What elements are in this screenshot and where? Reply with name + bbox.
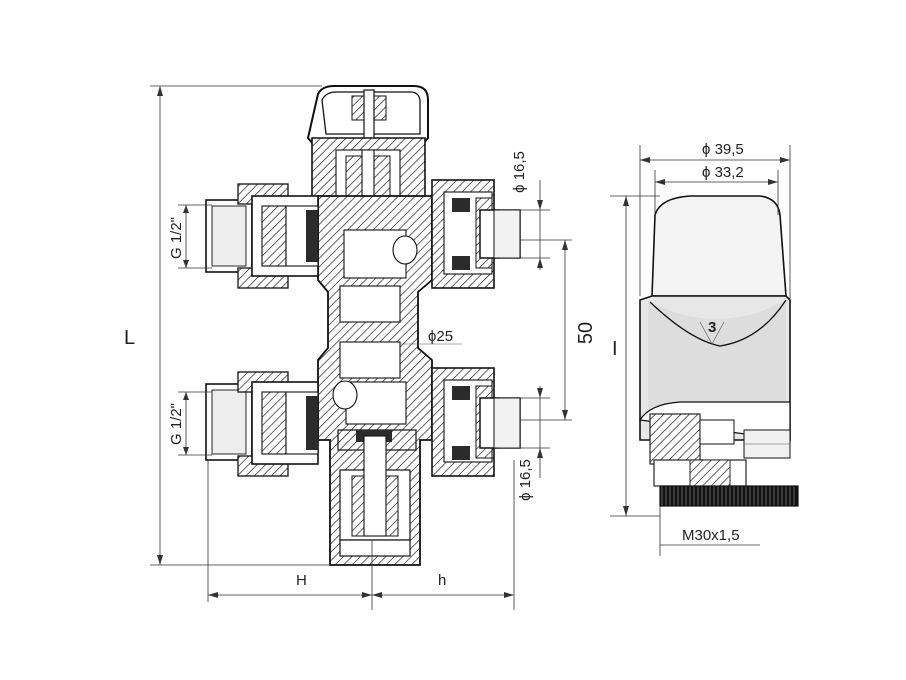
label-width-left: H <box>296 572 307 589</box>
label-width-right: h <box>438 572 446 589</box>
left-dimension-lines <box>150 85 572 610</box>
right-port-lower <box>431 367 521 477</box>
label-head-inner-dia: ϕ 33,2 <box>702 164 744 181</box>
label-head-thread: M30x1,5 <box>682 527 740 544</box>
label-dia-upper: ϕ 16,5 <box>511 151 528 193</box>
label-thread-upper: G 1/2" <box>168 217 185 259</box>
label-total-length: L <box>124 327 135 349</box>
label-dia-lower: ϕ 16,5 <box>517 459 534 501</box>
right-dimension-lines <box>610 145 791 556</box>
left-port-lower <box>205 371 319 477</box>
label-head-outer-dia: ϕ 39,5 <box>702 141 744 158</box>
right-port-upper <box>431 179 521 289</box>
left-port-upper <box>205 183 319 289</box>
scale-marker: 3 <box>708 319 716 336</box>
label-spacing: 50 <box>575 322 597 344</box>
valve-body-section <box>205 85 521 566</box>
thermostatic-head: 3 <box>638 195 799 507</box>
label-head-height: I <box>612 338 618 360</box>
label-center-dia: ϕ25 <box>428 328 453 345</box>
label-thread-lower: G 1/2" <box>168 403 185 445</box>
